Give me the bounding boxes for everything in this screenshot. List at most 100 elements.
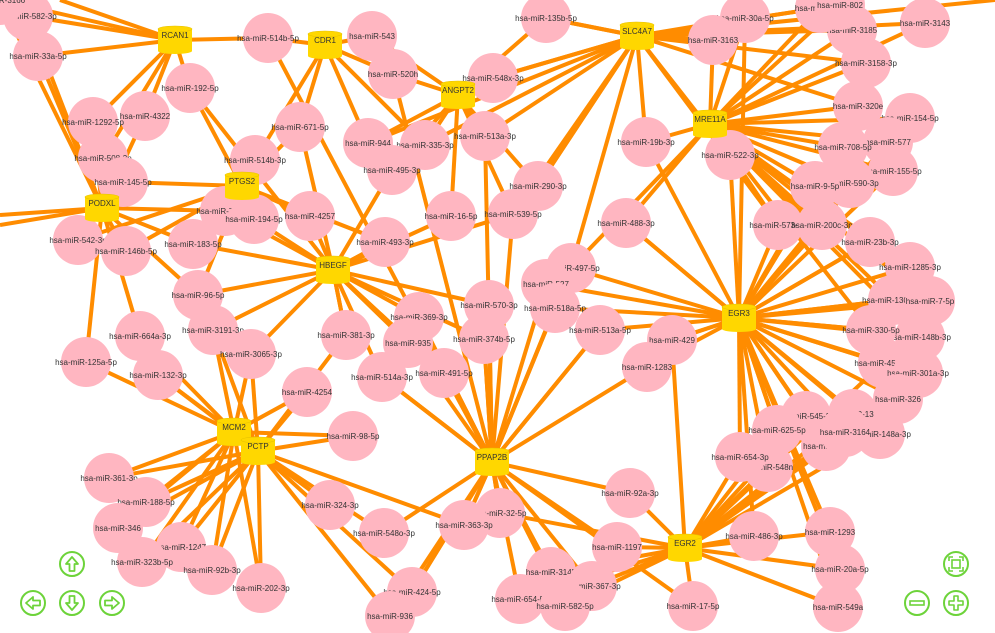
- mirna-node[interactable]: hsa-miR-936: [365, 591, 415, 633]
- mirna-node-circle[interactable]: [605, 468, 655, 518]
- mirna-node[interactable]: hsa-miR-324-3p: [301, 480, 359, 530]
- mirna-node[interactable]: hsa-miR-548x-3p: [462, 53, 524, 103]
- mirna-node-circle[interactable]: [84, 453, 134, 503]
- mirna-node-circle[interactable]: [243, 13, 293, 63]
- mirna-node-circle[interactable]: [275, 102, 325, 152]
- mirna-node[interactable]: hsa-miR-363-3p: [435, 500, 493, 550]
- mirna-node[interactable]: hsa-miR-514a-3p: [351, 352, 413, 402]
- gene-node-body[interactable]: [693, 113, 727, 138]
- zoom-out-button[interactable]: [904, 590, 930, 616]
- mirna-node-circle[interactable]: [117, 537, 167, 587]
- mirna-node[interactable]: hsa-miR-125a-5p: [55, 337, 117, 387]
- pan-left-button[interactable]: [20, 590, 46, 616]
- mirna-node[interactable]: hsa-miR-3166: [0, 0, 26, 25]
- mirna-node-circle[interactable]: [459, 314, 509, 364]
- mirna-node[interactable]: hsa-miR-98-5p: [327, 411, 380, 461]
- mirna-node[interactable]: hsa-miR-148b-3p: [889, 312, 951, 362]
- mirna-node[interactable]: hsa-miR-146b-5p: [95, 226, 157, 276]
- mirna-node-circle[interactable]: [753, 200, 803, 250]
- mirna-node[interactable]: hsa-miR-361-3p: [80, 453, 138, 503]
- gene-node-body[interactable]: [308, 34, 342, 59]
- mirna-node[interactable]: hsa-miR-320e: [833, 81, 884, 131]
- mirna-node-circle[interactable]: [621, 117, 671, 167]
- mirna-node[interactable]: hsa-miR-549a: [813, 582, 864, 632]
- mirna-node-circle[interactable]: [841, 38, 891, 88]
- mirna-node-circle[interactable]: [282, 367, 332, 417]
- mirna-node-circle[interactable]: [460, 111, 510, 161]
- mirna-node[interactable]: hsa-miR-3065-3p: [220, 329, 282, 379]
- gene-node-body[interactable]: [241, 440, 275, 465]
- mirna-node[interactable]: hsa-miR-654-5p: [491, 574, 549, 624]
- mirna-node[interactable]: hsa-miR-573-5p: [749, 200, 807, 250]
- mirna-node[interactable]: hsa-miR-520h: [368, 49, 418, 99]
- mirna-node-circle[interactable]: [575, 305, 625, 355]
- mirna-node[interactable]: hsa-miR-493-3p: [356, 217, 414, 267]
- mirna-node[interactable]: hsa-miR-513a-3p: [454, 111, 516, 161]
- gene-node[interactable]: HBEGF: [315, 255, 351, 284]
- mirna-node-circle[interactable]: [439, 500, 489, 550]
- fit-screen-button[interactable]: [943, 551, 969, 577]
- mirna-node-circle[interactable]: [900, 0, 950, 48]
- gene-node[interactable]: MRE11A: [692, 109, 728, 138]
- mirna-node[interactable]: hsa-miR-491-5p: [415, 348, 473, 398]
- mirna-node[interactable]: hsa-miR-9-5p: [790, 161, 840, 211]
- gene-node[interactable]: EGR3: [721, 303, 757, 332]
- pan-down-button[interactable]: [59, 590, 85, 616]
- mirna-node[interactable]: hsa-miR-518a-5p: [524, 283, 586, 333]
- mirna-node-circle[interactable]: [365, 591, 415, 633]
- mirna-node-circle[interactable]: [347, 11, 397, 61]
- mirna-node[interactable]: hsa-miR-23b-3p: [841, 217, 899, 267]
- mirna-node-circle[interactable]: [521, 0, 571, 43]
- mirna-node-circle[interactable]: [188, 305, 238, 355]
- mirna-node-circle[interactable]: [833, 81, 883, 131]
- mirna-node-circle[interactable]: [133, 350, 183, 400]
- mirna-node[interactable]: hsa-miR-495-3p: [363, 145, 421, 195]
- mirna-node[interactable]: hsa-miR-935: [383, 318, 433, 368]
- gene-node-body[interactable]: [722, 307, 756, 332]
- mirna-node-circle[interactable]: [790, 161, 840, 211]
- mirna-node[interactable]: hsa-miR-183-5p: [164, 219, 222, 269]
- mirna-node[interactable]: hsa-miR-194-5p: [225, 194, 283, 244]
- mirna-node[interactable]: hsa-miR-17-5p: [667, 581, 720, 631]
- gene-node-body[interactable]: [85, 197, 119, 222]
- mirna-node-circle[interactable]: [61, 337, 111, 387]
- mirna-node-circle[interactable]: [187, 545, 237, 595]
- gene-node-body[interactable]: [441, 84, 475, 109]
- mirna-node[interactable]: hsa-miR-3163: [688, 15, 739, 65]
- mirna-node[interactable]: hsa-miR-3164: [820, 407, 871, 457]
- mirna-node-circle[interactable]: [495, 574, 545, 624]
- mirna-node-circle[interactable]: [419, 348, 469, 398]
- mirna-node-circle[interactable]: [468, 53, 518, 103]
- mirna-node-circle[interactable]: [229, 194, 279, 244]
- mirna-node-circle[interactable]: [729, 511, 779, 561]
- mirna-node-circle[interactable]: [359, 508, 409, 558]
- mirna-node-circle[interactable]: [120, 91, 170, 141]
- pan-up-button[interactable]: [59, 551, 85, 577]
- mirna-node-circle[interactable]: [305, 480, 355, 530]
- gene-node-body[interactable]: [620, 25, 654, 50]
- mirna-node[interactable]: hsa-miR-92a-3p: [601, 468, 659, 518]
- mirna-node-circle[interactable]: [285, 191, 335, 241]
- mirna-node-circle[interactable]: [845, 217, 895, 267]
- mirna-node-circle[interactable]: [367, 145, 417, 195]
- mirna-node[interactable]: hsa-miR-664a-3p: [109, 311, 171, 361]
- mirna-node-circle[interactable]: [488, 189, 538, 239]
- pan-right-button[interactable]: [99, 590, 125, 616]
- mirna-node[interactable]: hsa-miR-20a-5p: [811, 544, 869, 594]
- gene-node[interactable]: SLC4A7: [619, 21, 655, 50]
- mirna-node[interactable]: hsa-miR-202-3p: [232, 563, 290, 613]
- mirna-node[interactable]: hsa-miR-132-3p: [129, 350, 187, 400]
- mirna-node[interactable]: hsa-miR-4322: [120, 91, 171, 141]
- mirna-node[interactable]: hsa-miR-3158-3p: [835, 38, 897, 88]
- mirna-node[interactable]: hsa-miR-513a-5p: [569, 305, 631, 355]
- mirna-node[interactable]: hsa-miR-539-5p: [484, 189, 542, 239]
- gene-node[interactable]: PTGS2: [224, 171, 260, 200]
- mirna-node-circle[interactable]: [53, 215, 103, 265]
- mirna-node[interactable]: hsa-miR-3191-3p: [182, 305, 244, 355]
- gene-node-body[interactable]: [668, 537, 702, 562]
- mirna-node-circle[interactable]: [13, 31, 63, 81]
- mirna-node-circle[interactable]: [797, 200, 847, 250]
- mirna-node[interactable]: hsa-miR-3143: [900, 0, 951, 48]
- mirna-node-circle[interactable]: [705, 130, 755, 180]
- mirna-node[interactable]: hsa-miR-488-3p: [597, 198, 655, 248]
